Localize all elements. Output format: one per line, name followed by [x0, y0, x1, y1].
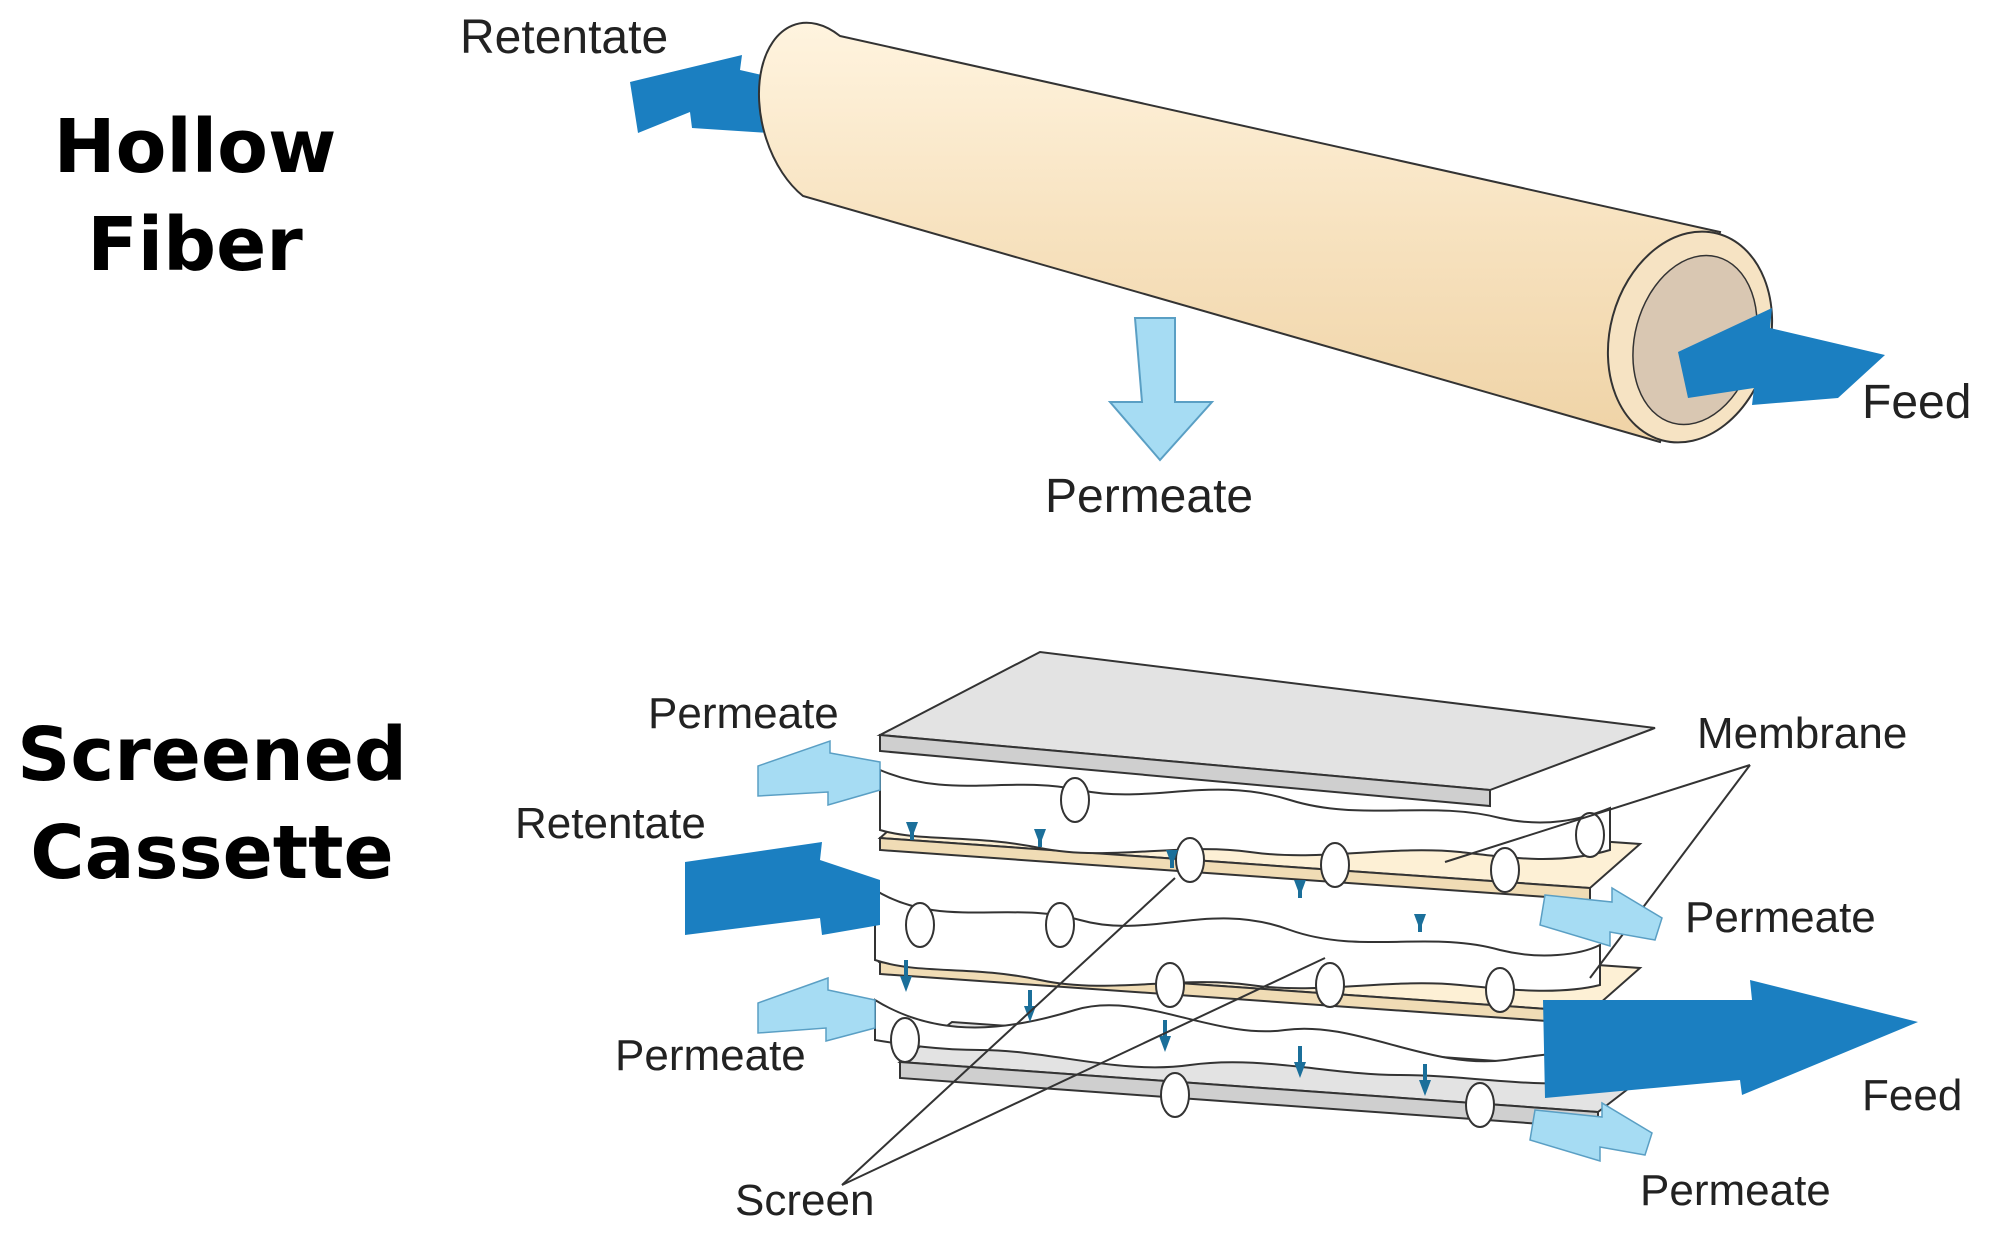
heading-cassette-line2: Cassette — [30, 810, 393, 896]
heading-cassette-line1: Screened — [17, 712, 407, 798]
hollow-fiber-module — [630, 21, 1885, 462]
membrane-flow-arrows — [900, 822, 1431, 1096]
membrane-pointer-lines — [1444, 764, 1751, 979]
tube-body — [757, 21, 1722, 444]
cassette-permeate-bottom-left-label: Permeate — [615, 1031, 806, 1080]
cassette-retentate-arrow — [685, 842, 880, 935]
heading-hollow-line2: Fiber — [87, 202, 303, 288]
permeate-arrow — [1107, 317, 1215, 462]
cassette-permeate-arrow-right-lower — [1529, 1101, 1653, 1163]
hf-feed-label: Feed — [1862, 376, 1971, 429]
cassette-permeate-right-upper-label: Permeate — [1685, 893, 1876, 942]
cassette-permeate-arrow-right-upper — [1539, 886, 1663, 948]
heading-hollow-line1: Hollow — [54, 104, 337, 190]
cassette-retentate-label: Retentate — [515, 799, 706, 848]
cassette-membrane-label: Membrane — [1697, 709, 1907, 758]
cassette-permeate-arrow-top-left — [757, 739, 881, 806]
hf-retentate-label: Retentate — [460, 11, 668, 64]
hf-permeate-label: Permeate — [1045, 470, 1253, 523]
screen-layer-middle — [874, 888, 1601, 1013]
screened-cassette — [685, 650, 1918, 1186]
cassette-feed-label: Feed — [1862, 1071, 1962, 1120]
screen-layer-upper — [879, 768, 1611, 893]
screen-layer-lower — [874, 998, 1601, 1128]
screen-pointer-lines — [841, 877, 1326, 1186]
cassette-permeate-arrow-bottom-left — [757, 976, 876, 1042]
cassette-screen-label: Screen — [735, 1176, 874, 1225]
feed-arrow — [1678, 308, 1885, 405]
cassette-permeate-top-left-label: Permeate — [648, 689, 839, 738]
cassette-permeate-right-lower-label: Permeate — [1640, 1166, 1831, 1215]
cassette-feed-arrow — [1543, 980, 1918, 1098]
